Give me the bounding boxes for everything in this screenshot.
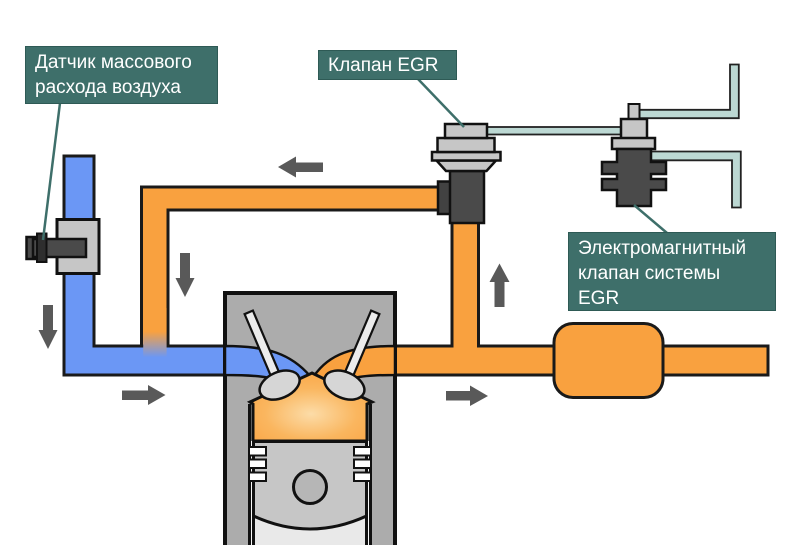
exhaust-valve: [323, 309, 381, 401]
flow-arrow-right-intake: [122, 385, 166, 405]
label-egr-valve-text: Клапан EGR: [328, 55, 439, 76]
intake-valve: [243, 309, 301, 401]
flow-arrow-right-exhaust: [446, 385, 488, 406]
label-egr-solenoid: Электромагнитный клапан системы EGR: [568, 232, 776, 311]
flow-arrows: [38, 156, 510, 406]
maf-sensor-probe: [36, 232, 48, 263]
label-egr-solenoid-line3: EGR: [578, 288, 620, 310]
piston: [248, 440, 372, 545]
flow-arrow-up-egr-feed: [489, 263, 510, 307]
leader-line-maf: [41, 102, 62, 241]
maf-sensor: [25, 218, 101, 275]
vacuum-line-egr-to-solenoid: [479, 126, 624, 136]
leader-line-solenoid: [633, 204, 668, 234]
exhaust-intake-mix-gradient: [143, 308, 167, 364]
egr-feed-pipe: [450, 222, 480, 349]
piston-pin: [292, 469, 328, 505]
piston-rings: [248, 446, 372, 482]
egr-loop-pipe: [140, 185, 442, 364]
label-egr-solenoid-line1: Электромагнитный: [578, 238, 747, 259]
label-egr-solenoid-line2: клапан системы: [578, 263, 721, 285]
leader-lines: [41, 78, 668, 241]
label-maf-sensor: Датчик массового расхода воздуха: [25, 46, 218, 104]
label-egr-valve: Клапан EGR: [318, 50, 457, 80]
egr-solenoid-valve: [600, 103, 668, 208]
piston-skirt: [252, 513, 368, 545]
flow-arrow-left-egr-loop: [278, 156, 323, 178]
muffler: [552, 322, 665, 399]
engine-block: [223, 291, 397, 545]
egr-valve: [430, 122, 502, 225]
label-maf-sensor-line1: Датчик массового: [35, 52, 192, 73]
leader-line-egr-valve: [417, 78, 465, 128]
flow-arrow-down-intake: [38, 305, 58, 349]
vacuum-line-upper-elbow: [635, 63, 740, 120]
label-maf-sensor-line2: расхода воздуха: [35, 77, 181, 99]
flow-arrow-down-egr: [175, 253, 195, 297]
